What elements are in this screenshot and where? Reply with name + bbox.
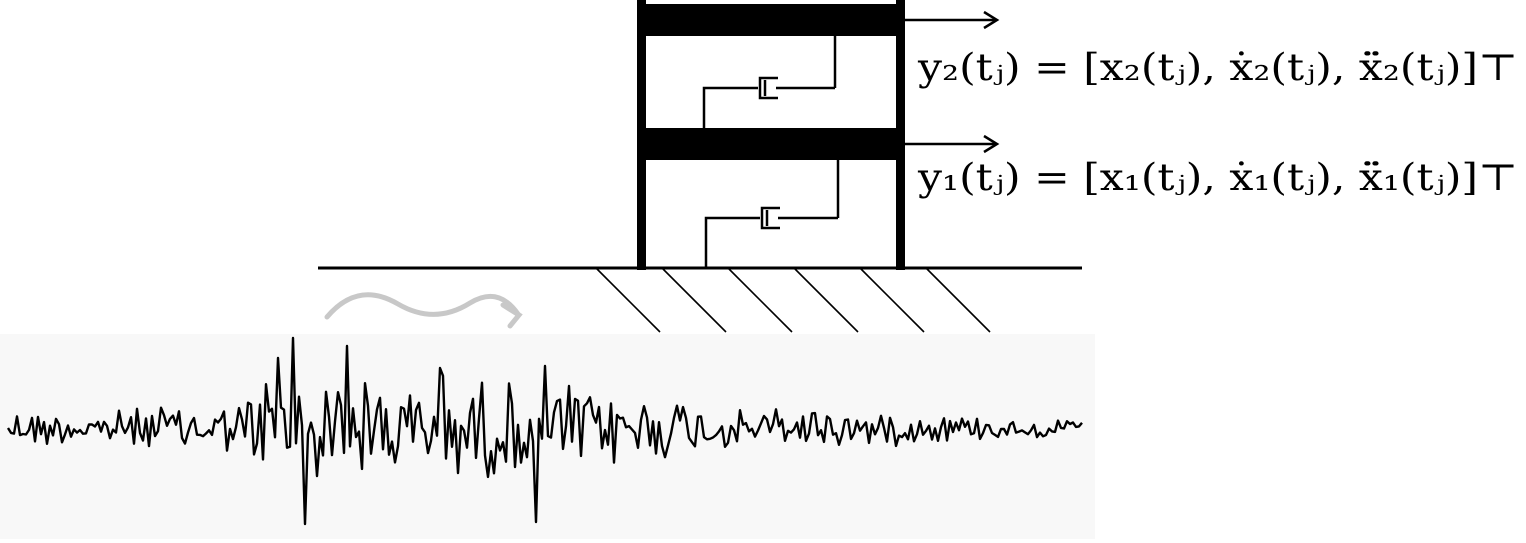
floor-2-slab [637, 4, 905, 36]
arrow-right-icon-floor-2 [905, 10, 1000, 30]
floor-1-output-label: y₁(tⱼ) = [x₁(tⱼ), ẋ₁(tⱼ), ẍ̈₁(tⱼ)]⊤ [917, 156, 1518, 199]
ground-hatch-icon [595, 267, 991, 333]
damper-story-1-icon [704, 160, 840, 268]
arrow-right-icon-floor-1 [905, 134, 1000, 154]
floor-1-slab [637, 128, 905, 160]
floor-2-output-label: y₂(tⱼ) = [x₂(tⱼ), ẋ₂(tⱼ), ẍ̈₂(tⱼ)]⊤ [917, 46, 1518, 89]
wavy-arrow-icon [324, 292, 523, 329]
ground-acceleration-record [6, 336, 1083, 526]
damper-story-2-icon [702, 36, 837, 128]
